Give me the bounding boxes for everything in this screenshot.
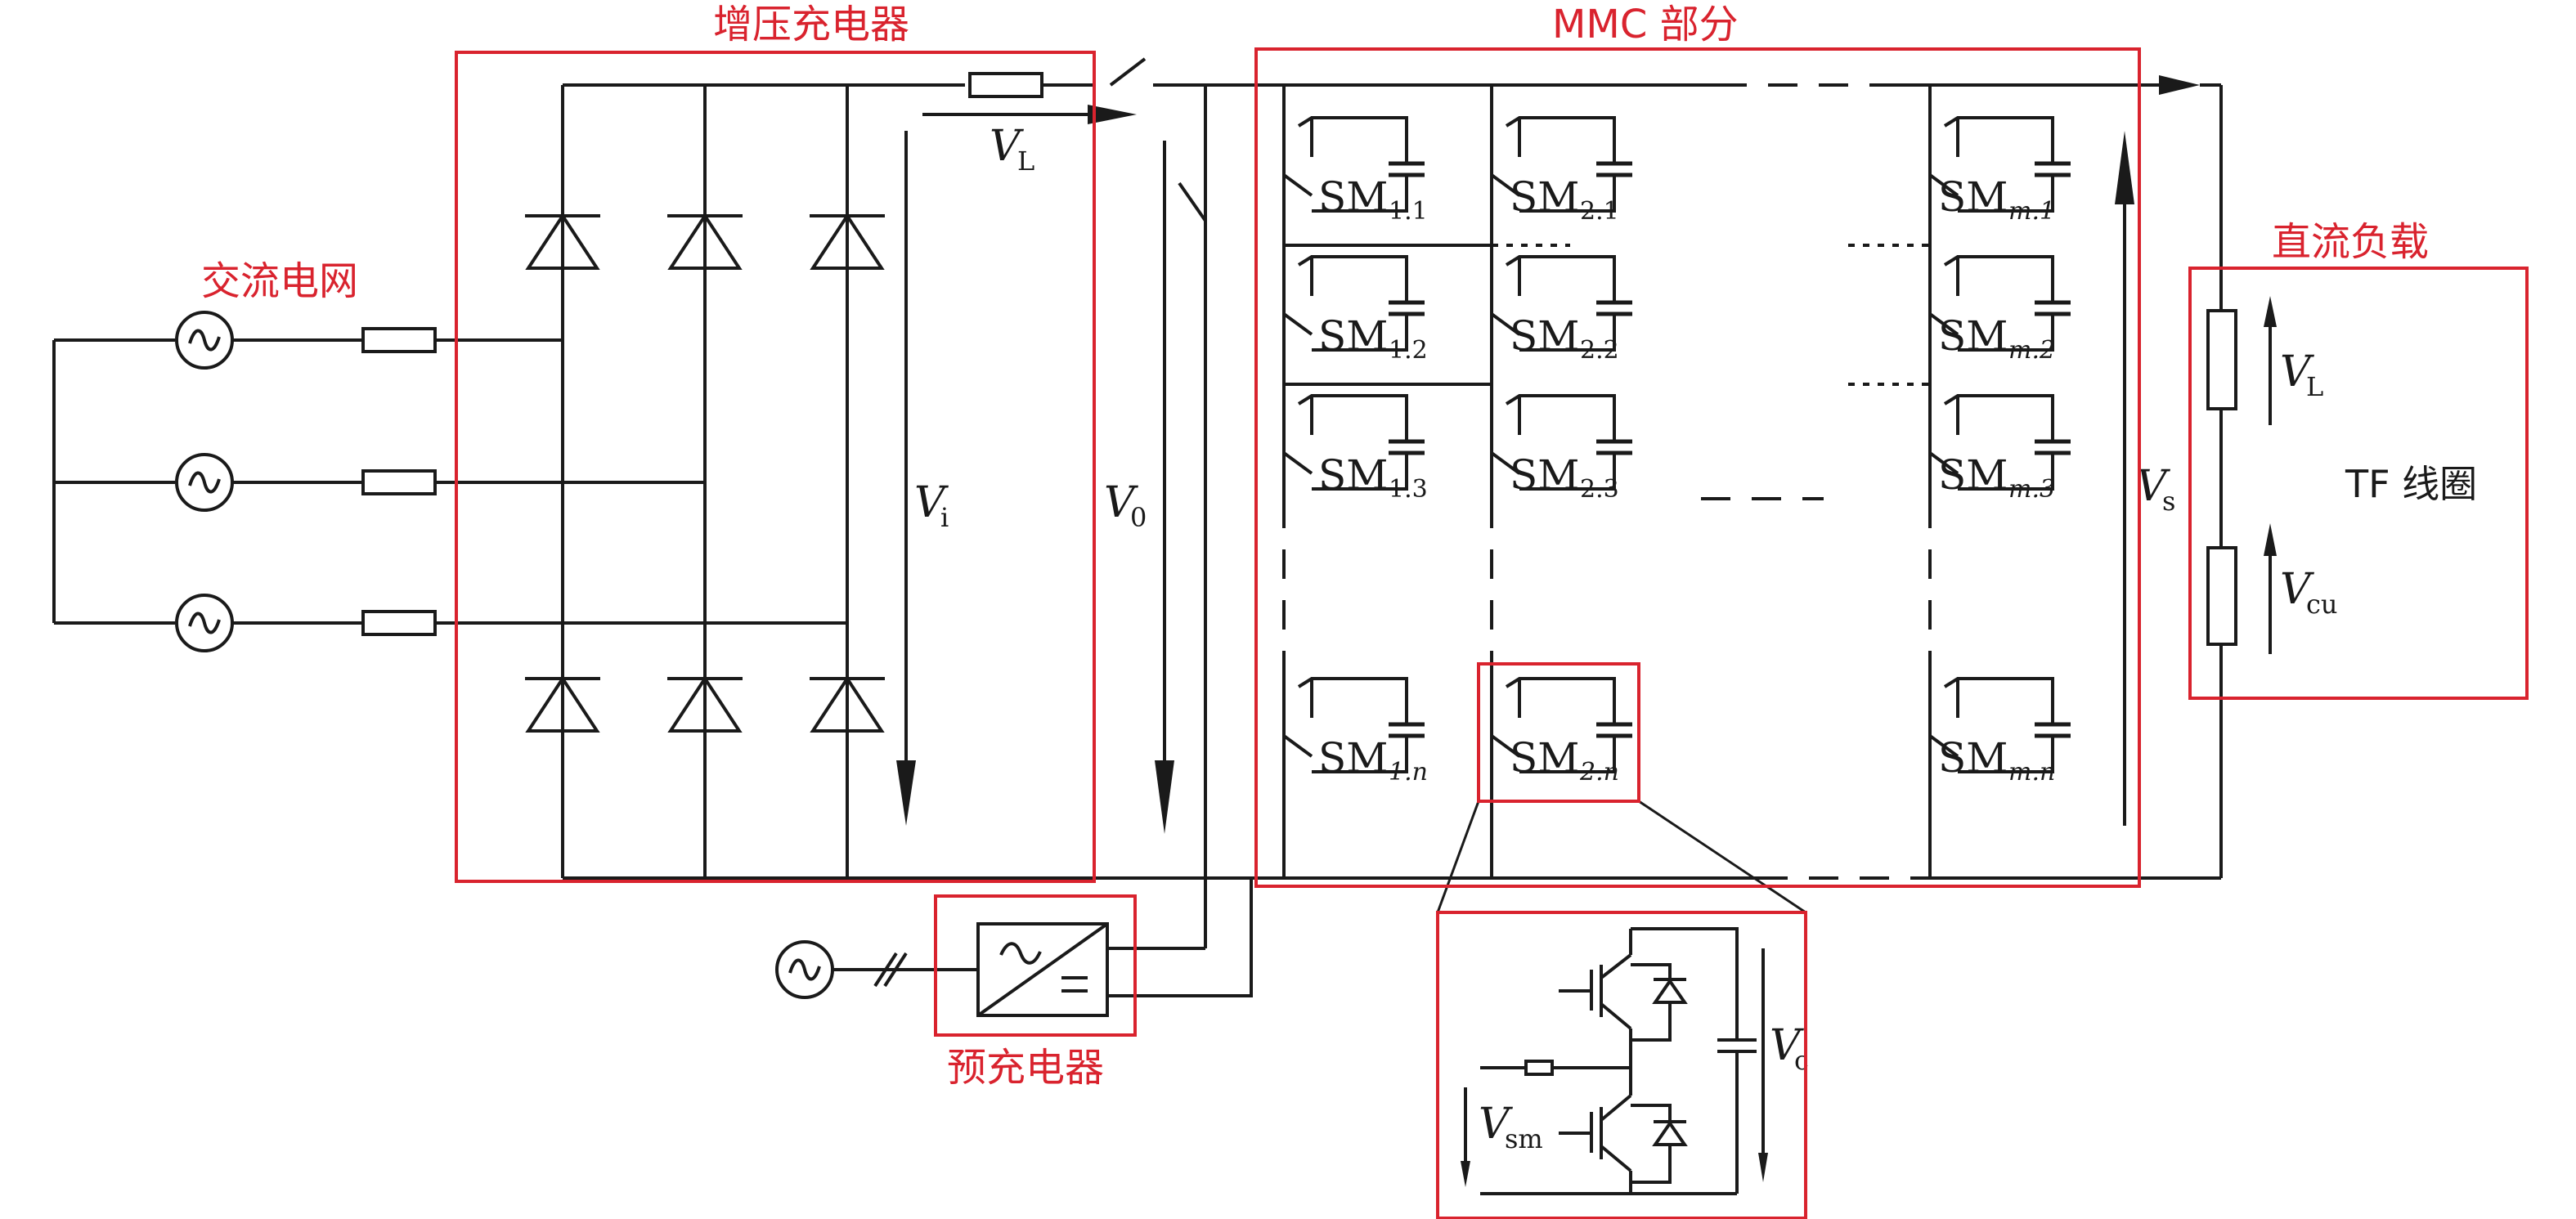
sm-sub-2-3: 2.3	[1580, 475, 1619, 504]
sm-label-1-2: SM	[1318, 312, 1388, 360]
Vsm-label: V	[1479, 1100, 1513, 1149]
sm-label-m-n: SM	[1938, 734, 2008, 782]
load-inductor	[2206, 546, 2237, 646]
acdc-converter-icon	[976, 922, 1109, 1017]
bypass-switch	[1178, 85, 1207, 948]
sm-label-1-3: SM	[1318, 451, 1388, 499]
diode-icon	[666, 649, 744, 751]
sm-sub-1-2: 1.2	[1389, 336, 1428, 365]
VL-load-label: V	[2280, 347, 2314, 397]
line-resistor	[361, 610, 437, 636]
ac-grid-title: 交流电网	[201, 258, 358, 304]
sm-label-m-3: SM	[1938, 451, 2008, 499]
VL-subscript: L	[1017, 146, 1034, 177]
VL-label: V	[990, 122, 1024, 171]
dc-load-title: 直流负载	[2272, 219, 2429, 265]
submodule-detail: V c V sm	[1436, 800, 1809, 1195]
ac-source-icon	[775, 940, 834, 999]
sm-label-1-1: SM	[1318, 173, 1388, 221]
Vi-subscript: i	[940, 502, 949, 533]
ac-source-icon	[175, 594, 234, 652]
sm-label-2-2: SM	[1510, 312, 1579, 360]
sm-sub-2-1: 2.1	[1580, 197, 1619, 226]
voltage-arrow-Vi: V i	[896, 131, 949, 826]
sm-sub-m-3: m.3	[2008, 475, 2055, 504]
VL-load-subscript: L	[2306, 371, 2323, 402]
sm-sub-2-n: 2.n	[1579, 758, 1619, 787]
submodule-detail-box	[1436, 911, 1807, 1219]
precharger-box	[934, 894, 1137, 1037]
Vsm-subscript: sm	[1505, 1123, 1543, 1154]
Vi-label: V	[914, 478, 949, 527]
sm-sub-1-3: 1.3	[1389, 475, 1428, 504]
boost-charger-box	[455, 51, 1096, 883]
ac-source-icon	[175, 453, 234, 512]
sm-label-2-n: SM	[1510, 734, 1579, 782]
Vcu-label: V	[2280, 565, 2314, 614]
sm-label-1-n: SM	[1318, 734, 1388, 782]
V0-subscript: 0	[1130, 502, 1147, 533]
sm-label-2-1: SM	[1510, 173, 1579, 221]
Vc-label: V	[1770, 1021, 1804, 1070]
V0-label: V	[1104, 478, 1138, 527]
sm-sub-2-2: 2.2	[1580, 336, 1619, 365]
diode-icon	[523, 649, 602, 751]
boost-charger-title: 增压充电器	[713, 2, 909, 47]
dc-load-box	[2188, 267, 2529, 700]
sm-label-m-1: SM	[1938, 173, 2008, 221]
voltage-arrow-V0: V 0	[1104, 141, 1174, 834]
sm-resistor	[1524, 1060, 1554, 1076]
mmc-part-box	[1254, 47, 2141, 888]
tf-coil-label: TF 线圈	[2345, 462, 2477, 506]
rectifier-bridge	[523, 57, 1251, 880]
line-resistor	[361, 469, 437, 495]
diode-icon	[666, 186, 744, 288]
diode-icon	[523, 186, 602, 288]
Vs-subscript: s	[2162, 486, 2175, 517]
line-resistor	[361, 327, 437, 353]
sm-sub-1-n: 1.n	[1389, 758, 1428, 787]
dc-load: V L V cu TF 线圈	[2206, 85, 2477, 878]
submodule-highlight-box	[1477, 662, 1640, 803]
ac-source-icon	[175, 311, 234, 370]
diode-icon	[808, 649, 886, 751]
sm-sub-m-2: m.2	[2008, 336, 2055, 365]
mmc-part-title: MMC 部分	[1552, 2, 1739, 47]
sm-sub-m-n: m.n	[2008, 758, 2055, 787]
series-resistor	[968, 72, 1043, 98]
sm-label-2-3: SM	[1510, 451, 1579, 499]
submodule-labels: SM 1.1 SM 1.2 SM 1.3 SM 1.n SM 2.1 SM 2.…	[1318, 173, 2055, 787]
main-breaker-switch	[1109, 57, 1147, 87]
precharger-title: 预充电器	[947, 1045, 1104, 1091]
sm-sub-1-1: 1.1	[1389, 197, 1428, 226]
sm-sub-m-1: m.1	[2008, 197, 2055, 226]
diode-icon	[808, 186, 886, 288]
voltage-arrow-Vs: V s	[2115, 131, 2175, 826]
precharger	[775, 878, 1253, 1017]
load-resistor	[2206, 309, 2237, 410]
Vs-label: V	[2136, 462, 2170, 511]
voltage-arrow-VL: V L	[922, 105, 1137, 177]
sm-label-m-2: SM	[1938, 312, 2008, 360]
ac-grid	[52, 311, 847, 652]
Vcu-subscript: cu	[2306, 589, 2338, 620]
